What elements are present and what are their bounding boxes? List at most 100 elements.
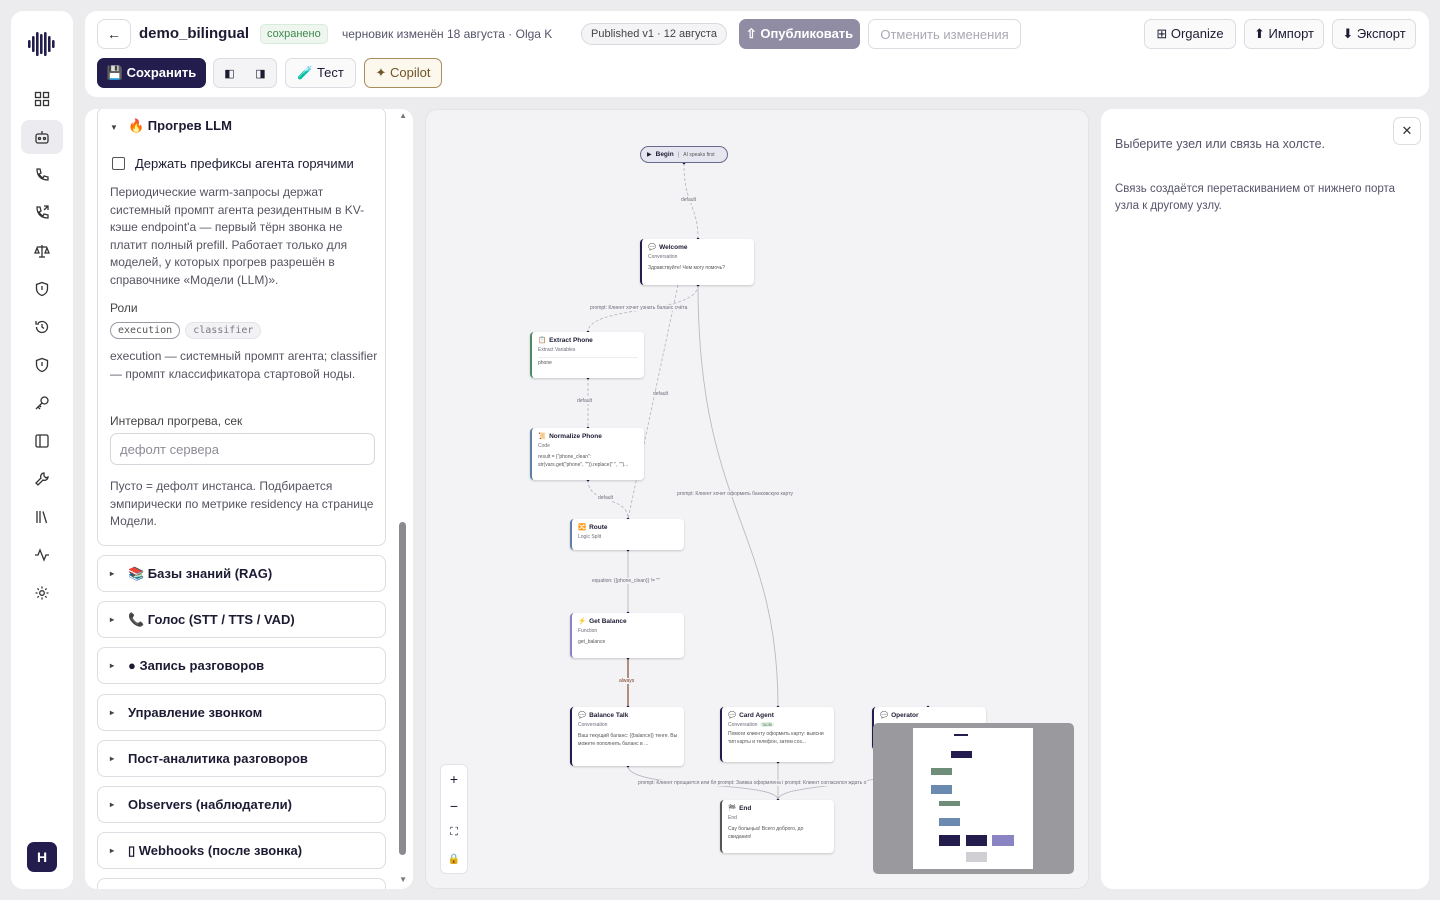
organize-button[interactable]: ⊞ Organize: [1144, 19, 1236, 49]
publish-button[interactable]: ⇧ Опубликовать: [739, 19, 860, 49]
section-more[interactable]: [97, 878, 386, 889]
zoom-in-icon[interactable]: +: [449, 770, 459, 787]
flow-canvas[interactable]: default prompt: Клиент хочет узнать бала…: [425, 109, 1089, 889]
chevron-down-icon: ▼: [110, 123, 118, 132]
flag-icon: 🏁: [728, 805, 737, 812]
node-get-balance[interactable]: ⚡Get Balance Function get_balance: [570, 613, 684, 658]
node-welcome[interactable]: 💬Welcome Conversation Здравствуйте! Чем …: [640, 239, 754, 285]
node-end[interactable]: 🏁End End Сау болыңыз! Всего доброго, до …: [720, 800, 834, 853]
back-button[interactable]: ←: [97, 19, 131, 49]
minimap[interactable]: [873, 723, 1074, 874]
lock-icon[interactable]: 🔒: [447, 854, 461, 865]
warm-prefix-checkbox[interactable]: [112, 157, 125, 170]
edge-label[interactable]: equation: {{phone_clean}} != "": [591, 578, 661, 584]
export-button[interactable]: ⬇ Экспорт: [1332, 19, 1416, 49]
edge-label[interactable]: prompt: Клиент хочет узнать баланс счёта: [589, 305, 689, 311]
top-bar: ← demo_bilingual сохранено черновик изме…: [85, 11, 1429, 97]
settings-panel: ▼ 🔥 Прогрев LLM Держать префиксы агента г…: [85, 109, 413, 889]
dashboard-icon[interactable]: [21, 82, 63, 116]
section-rag[interactable]: ▸📚 Базы знаний (RAG): [97, 555, 386, 592]
import-button[interactable]: ⬆ Импорт: [1244, 19, 1324, 49]
published-badge: Published v1 · 12 августа: [581, 23, 727, 45]
section-call-control[interactable]: ▸Управление звонком: [97, 694, 386, 731]
discard-changes-button[interactable]: Отменить изменения: [868, 19, 1021, 49]
section-recording[interactable]: ▸● Запись разговоров: [97, 647, 386, 684]
inspector-help: Связь создаётся перетаскиванием от нижне…: [1115, 183, 1396, 212]
edge-label[interactable]: prompt: Клиент прощается или бл prompt: …: [637, 780, 868, 786]
logo-icon: [27, 31, 57, 57]
role-chip-classifier[interactable]: classifier: [185, 322, 262, 339]
section-webhooks[interactable]: ▸▯ Webhooks (после звонка): [97, 832, 386, 869]
section-voice[interactable]: ▸📞 Голос (STT / TTS / VAD): [97, 601, 386, 638]
test-button[interactable]: 🧪 Тест: [285, 58, 356, 88]
shield-icon[interactable]: [21, 272, 63, 306]
key-icon[interactable]: [21, 386, 63, 420]
chat-icon: 💬: [648, 244, 657, 251]
node-balance-talk[interactable]: 💬Balance Talk Conversation Ваш текущий б…: [570, 707, 684, 766]
split-icon: 🔀: [578, 524, 587, 531]
roles-label: Роли: [110, 301, 138, 315]
node-extract-phone[interactable]: 📋Extract Phone Extract Variables phone: [530, 332, 644, 378]
play-icon: ▶: [647, 152, 652, 158]
section-llm-warmup: ▼ 🔥 Прогрев LLM Держать префиксы агента г…: [97, 109, 386, 546]
history-icon[interactable]: [21, 310, 63, 344]
wrench-icon[interactable]: [21, 462, 63, 496]
phone-icon[interactable]: [21, 158, 63, 192]
roles-chips: execution classifier: [110, 322, 262, 339]
chevron-right-icon: ▸: [110, 754, 115, 763]
zoom-out-icon[interactable]: −: [449, 797, 459, 814]
shield-check-icon[interactable]: [21, 348, 63, 382]
section-header[interactable]: ▼ 🔥 Прогрев LLM: [110, 118, 232, 134]
section-title: 🔥 Прогрев LLM: [128, 118, 232, 133]
chat-icon: 💬: [728, 712, 737, 719]
fit-view-icon[interactable]: ⛶: [450, 826, 458, 838]
library-icon[interactable]: [21, 500, 63, 534]
warm-prefix-checkbox-row[interactable]: Держать префиксы агента горячими: [112, 156, 354, 171]
code-icon: 📜: [538, 433, 547, 440]
copilot-button[interactable]: ✦ Copilot: [364, 58, 442, 88]
node-normalize-phone[interactable]: 📜Normalize Phone Code result = {"phone_c…: [530, 428, 644, 480]
warmup-description: Периодические warm-запросы держат систем…: [110, 185, 365, 287]
begin-node[interactable]: ▶ Begin | AI speaks first: [640, 146, 728, 163]
layout-right-icon[interactable]: ◨: [255, 67, 266, 80]
settings-icon[interactable]: [21, 576, 63, 610]
scales-icon[interactable]: [21, 234, 63, 268]
saved-badge: сохранено: [260, 24, 328, 44]
close-icon[interactable]: ✕: [1393, 117, 1421, 145]
activity-icon[interactable]: [21, 538, 63, 572]
section-observers[interactable]: ▸Observers (наблюдатели): [97, 786, 386, 823]
chevron-right-icon: ▸: [110, 661, 115, 670]
interval-input[interactable]: дефолт сервера: [110, 433, 375, 465]
edge-label[interactable]: always: [618, 678, 636, 684]
function-icon: ⚡: [578, 618, 587, 625]
node-route[interactable]: 🔀Route Logic Split: [570, 519, 684, 550]
edge-label[interactable]: default: [680, 197, 698, 203]
phone-forward-icon[interactable]: [21, 196, 63, 230]
scrollbar-thumb[interactable]: [399, 522, 406, 855]
roles-description: execution — системный промпт агента; cla…: [110, 349, 378, 381]
agent-icon[interactable]: [21, 120, 63, 154]
edge-label[interactable]: default: [652, 391, 670, 397]
edge-label[interactable]: default: [576, 398, 594, 404]
draft-info: черновик изменён 18 августа · Olga K: [342, 27, 553, 41]
chevron-right-icon: ▸: [110, 800, 115, 809]
inspector-panel: ✕ Выберите узел или связь на холсте. Свя…: [1101, 109, 1429, 889]
chat-icon: 💬: [880, 712, 889, 719]
edge-label[interactable]: prompt: Клиент хочет оформить банковскую…: [676, 491, 795, 497]
clipboard-icon: 📋: [538, 337, 547, 344]
avatar[interactable]: H: [27, 842, 57, 872]
role-chip-execution[interactable]: execution: [110, 322, 181, 339]
scroll-down-icon[interactable]: ▼: [399, 875, 407, 884]
layout-icon[interactable]: [21, 424, 63, 458]
scroll-up-icon[interactable]: ▲: [399, 111, 407, 120]
tools-tag: tools: [760, 722, 774, 727]
save-button[interactable]: 💾 Сохранить: [97, 58, 206, 88]
edge-label[interactable]: default: [597, 495, 615, 501]
layout-left-icon[interactable]: ◧: [224, 67, 235, 80]
section-post-analytics[interactable]: ▸Пост-аналитика разговоров: [97, 740, 386, 777]
page-title: demo_bilingual: [139, 25, 250, 42]
zoom-controls: + − ⛶ 🔒: [440, 764, 468, 874]
layout-toggle: ◧ ◨: [213, 58, 277, 88]
chevron-right-icon: ▸: [110, 708, 115, 717]
